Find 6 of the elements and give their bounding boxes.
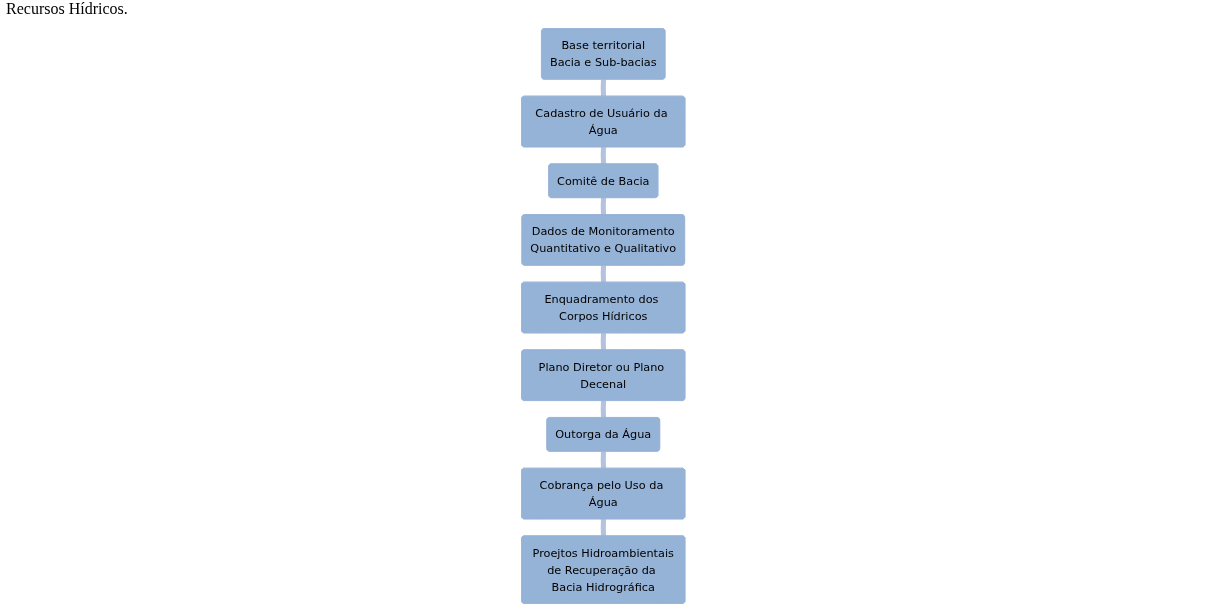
connector — [600, 79, 607, 97]
connector — [600, 265, 607, 283]
connector — [600, 451, 607, 469]
heading-text: Recursos Hídricos. — [6, 0, 128, 17]
connector — [600, 197, 607, 215]
connector — [600, 400, 607, 418]
